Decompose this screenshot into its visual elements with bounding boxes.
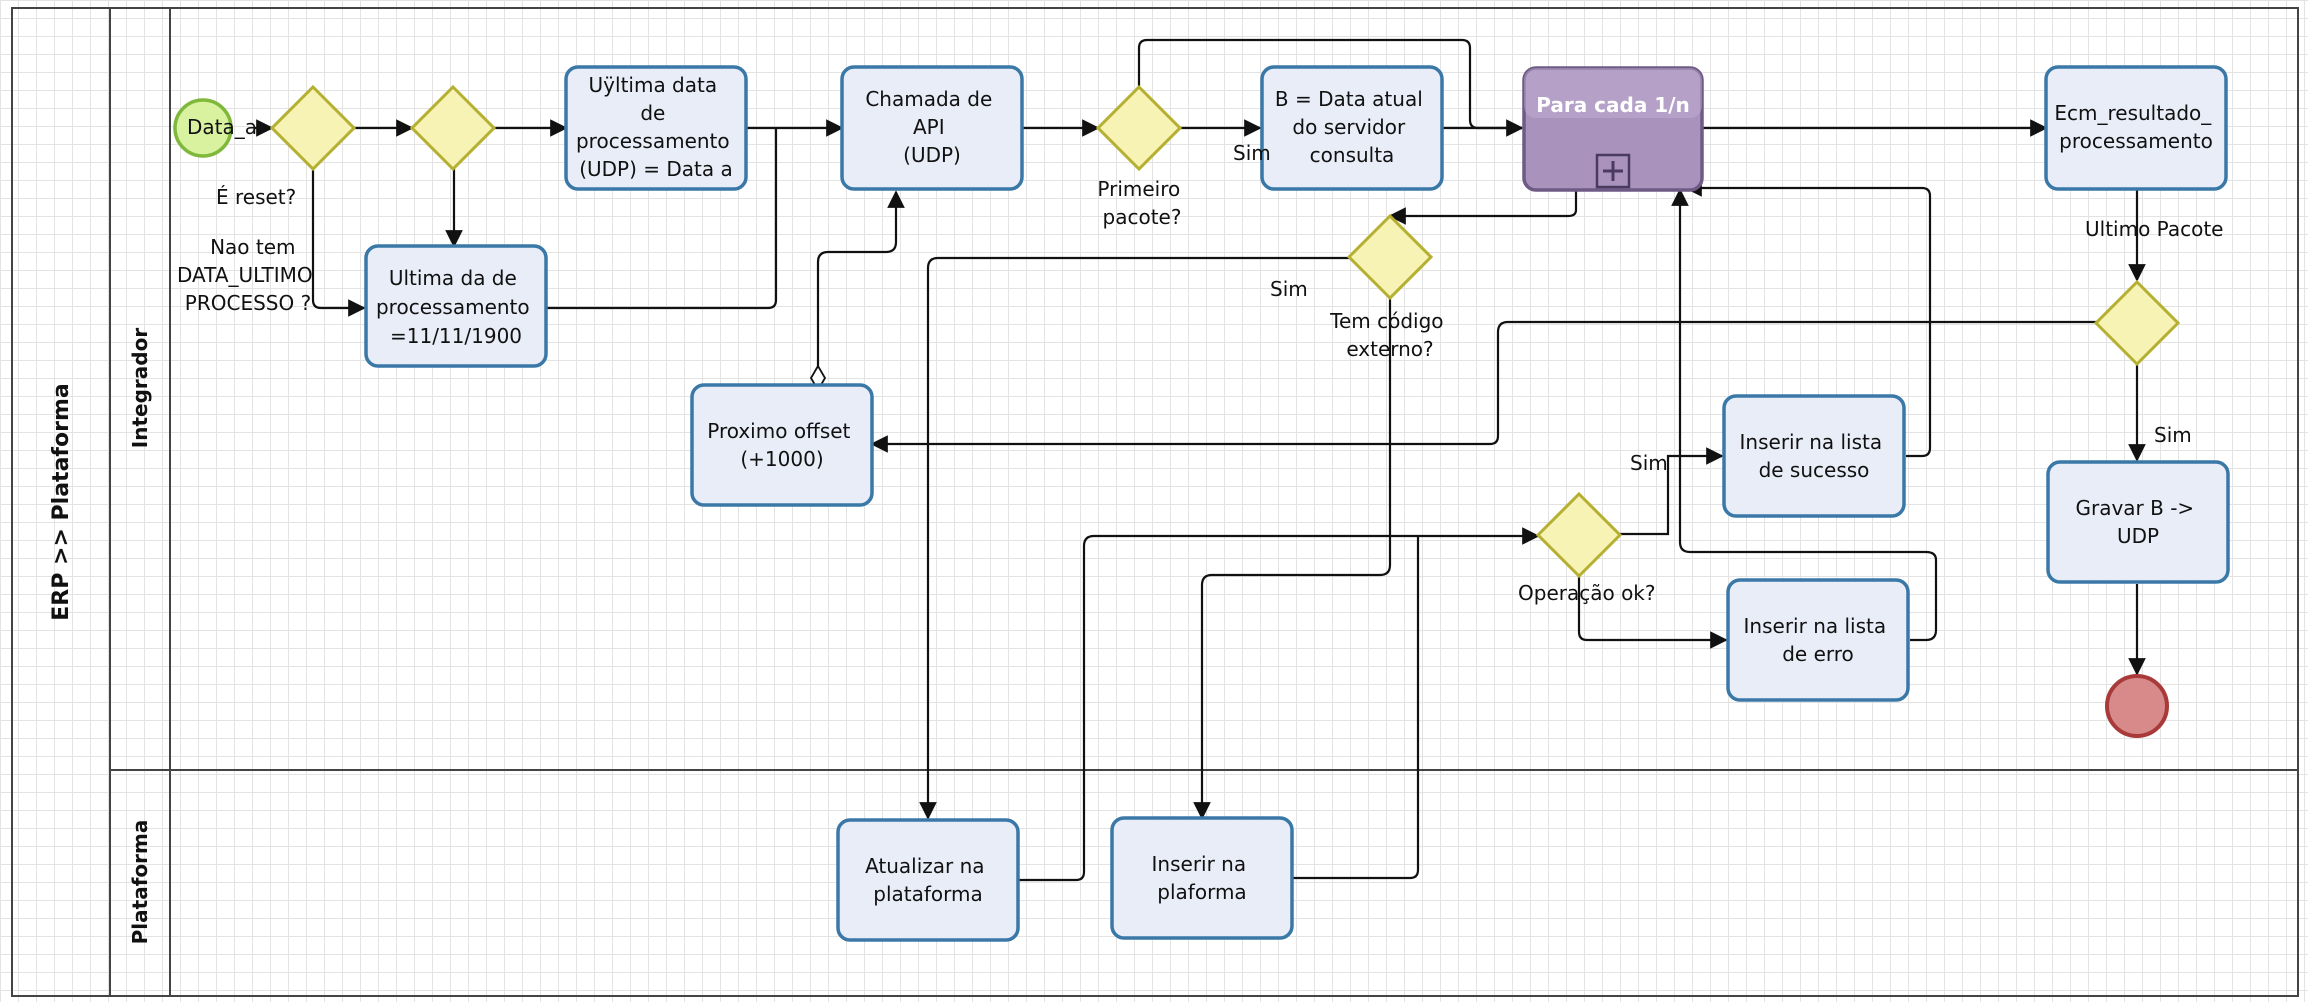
task-proximo-offset[interactable]: Proximo offset (+1000) <box>690 383 874 507</box>
task-inserir-plataforma-box <box>1110 816 1294 940</box>
label-sim-operacao: Sim <box>1630 451 1668 475</box>
flow-proximo-offset-to-api[interactable] <box>816 190 905 366</box>
task-b-data-label: B = Data atual do servidor consulta <box>1275 87 1429 167</box>
gateway-labels: É reset? Primeiro pacote? Tem código ext… <box>216 177 2223 605</box>
task-chamada-api[interactable]: Chamada de API (UDP) <box>840 65 1024 191</box>
task-inserir-sucesso-label: Inserir na lista de sucesso <box>1740 430 1889 482</box>
subprocess-box <box>1522 66 1704 192</box>
label-sim-primeiro: Sim <box>1233 141 1271 165</box>
task-ultima-default[interactable]: Ultima da de processamento =11/11/1900 <box>364 244 548 368</box>
task-ultima-default-label: Ultima da de processamento =11/11/1900 <box>376 266 536 348</box>
end-event[interactable] <box>2105 674 2169 738</box>
expand-marker-box <box>1595 153 1631 189</box>
tasks: Uÿltima data de processamento (UDP) = Da… <box>364 65 2230 942</box>
flow-reset-to-ultima-default[interactable] <box>311 169 366 317</box>
label-operacao-ok: Operação ok? <box>1518 581 1656 605</box>
task-ecm-resultado-label: Ecm_resultado_ processamento <box>2054 101 2217 153</box>
pool: ERP >> Plataforma Integrador Plataforma <box>11 7 2299 997</box>
subprocess-para-cada[interactable]: Para cada 1/n <box>1522 66 1704 192</box>
flow-tem-codigo-to-inserir-plataforma[interactable] <box>1193 298 1392 820</box>
label-sim-codigo: Sim <box>1270 277 1308 301</box>
task-b-data-box <box>1260 65 1444 191</box>
lane-title-plataforma: Plataforma <box>128 820 152 945</box>
task-proximo-offset-label: Proximo offset (+1000) <box>707 419 857 471</box>
task-atualizar-plataforma-box <box>836 818 1020 942</box>
task-chamada-api-label: Chamada de API (UDP) <box>865 87 998 167</box>
pool-title: ERP >> Plataforma <box>49 383 74 620</box>
start-event-label: Data_a <box>187 115 257 139</box>
flow-labels: Nao tem DATA_ULTIMO PROCESSO ? Sim Sim S… <box>177 141 2192 475</box>
flow-ultimo-to-proximo-offset[interactable] <box>870 320 2097 453</box>
task-inserir-erro[interactable]: Inserir na lista de erro <box>1726 578 1910 702</box>
task-inserir-plataforma[interactable]: Inserir na plaforma <box>1110 816 1294 940</box>
start-event[interactable]: Data_a <box>173 98 257 158</box>
end-event-circle <box>2105 674 2169 738</box>
label-primeiro-pacote: Primeiro pacote? <box>1097 177 1186 229</box>
task-gravar-b-label: Gravar B -> UDP <box>2075 496 2200 548</box>
flow-operacao-to-sucesso[interactable] <box>1620 447 1724 536</box>
task-inserir-erro-label: Inserir na lista de erro <box>1744 614 1893 666</box>
gateway-tem-codigo[interactable] <box>1346 213 1434 301</box>
task-ultima-data-box <box>564 65 748 191</box>
gateway-primeiro-pacote[interactable] <box>1095 84 1183 172</box>
task-b-data[interactable]: B = Data atual do servidor consulta <box>1260 65 1444 191</box>
gateway-data-check[interactable] <box>409 84 497 172</box>
flow-ultima-default-to-api[interactable] <box>546 128 778 310</box>
task-ecm-resultado[interactable]: Ecm_resultado_ processamento <box>2044 65 2228 191</box>
label-sim-ultimo: Sim <box>2154 423 2192 447</box>
gateway-operacao-ok[interactable] <box>1535 491 1623 579</box>
gateways <box>269 84 2181 579</box>
label-ultimo-pacote: Ultimo Pacote <box>2085 217 2223 241</box>
task-atualizar-plataforma-label: Atualizar na plataforma <box>865 854 991 906</box>
gateway-ultimo-pacote[interactable] <box>2093 279 2181 367</box>
task-chamada-api-box <box>840 65 1024 191</box>
task-ultima-data-label: Uÿltima data de processamento (UDP) = Da… <box>576 73 736 181</box>
label-is-reset: É reset? <box>216 185 296 209</box>
flow-primeiro-to-subprocess[interactable] <box>1137 38 1524 137</box>
task-ultima-default-box <box>364 244 548 368</box>
flow-subprocess-to-tem-codigo[interactable] <box>1388 190 1578 225</box>
gateway-is-reset[interactable] <box>269 84 357 172</box>
flow-inserir-plataforma-to-operacao[interactable] <box>1292 536 1420 880</box>
flow-erro-to-subprocess[interactable] <box>1671 188 1938 642</box>
task-inserir-sucesso-box <box>1722 394 1906 518</box>
task-ecm-resultado-box <box>2044 65 2228 191</box>
lane-title-integrador: Integrador <box>128 328 152 449</box>
sequence-flows <box>255 38 2146 882</box>
task-inserir-erro-box <box>1726 578 1910 702</box>
task-ultima-data[interactable]: Uÿltima data de processamento (UDP) = Da… <box>564 65 748 191</box>
task-proximo-offset-box <box>690 383 874 507</box>
pool-border <box>11 7 2299 997</box>
flow-tem-codigo-to-atualizar[interactable] <box>919 256 1350 820</box>
start-event-circle <box>173 98 233 158</box>
subprocess-highlight <box>1524 68 1702 118</box>
subprocess-label: Para cada 1/n <box>1536 93 1690 117</box>
label-tem-codigo: Tem código externo? <box>1329 309 1450 361</box>
task-gravar-b[interactable]: Gravar B -> UDP <box>2046 460 2230 584</box>
task-inserir-sucesso[interactable]: Inserir na lista de sucesso <box>1722 394 1906 518</box>
label-nao-tem: Nao tem DATA_ULTIMO PROCESSO ? <box>177 235 319 315</box>
flow-atualizar-to-operacao[interactable] <box>1018 527 1540 882</box>
task-gravar-b-box <box>2046 460 2230 584</box>
flow-operacao-to-erro[interactable] <box>1577 576 1728 649</box>
expand-marker-icon[interactable] <box>1595 153 1631 189</box>
task-inserir-plataforma-label: Inserir na plaforma <box>1152 852 1253 904</box>
task-atualizar-plataforma[interactable]: Atualizar na plataforma <box>836 818 1020 942</box>
